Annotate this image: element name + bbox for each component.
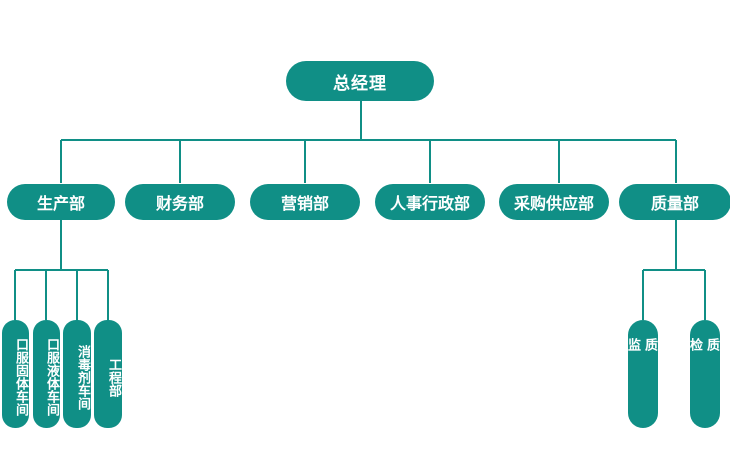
node-liquid-oral-workshop: 口服液体车间 [33, 320, 60, 428]
node-dept-finance: 财务部 [125, 184, 235, 220]
node-dept-production: 生产部 [7, 184, 115, 220]
node-quality-supervision: 质监 [625, 320, 658, 428]
node-dept-hr-admin: 人事行政部 [375, 184, 485, 220]
node-general-manager: 总经理 [286, 61, 434, 101]
node-dept-quality: 质量部 [619, 184, 730, 220]
node-engineering: 工程部 [94, 320, 122, 428]
node-dept-marketing: 营销部 [250, 184, 360, 220]
node-dept-procurement: 采购供应部 [499, 184, 609, 220]
node-solid-oral-workshop: 口服固体车间 [2, 320, 29, 428]
node-quality-inspection: 质检 [687, 320, 720, 428]
node-disinfectant-workshop: 消毒剂车间 [63, 320, 91, 428]
